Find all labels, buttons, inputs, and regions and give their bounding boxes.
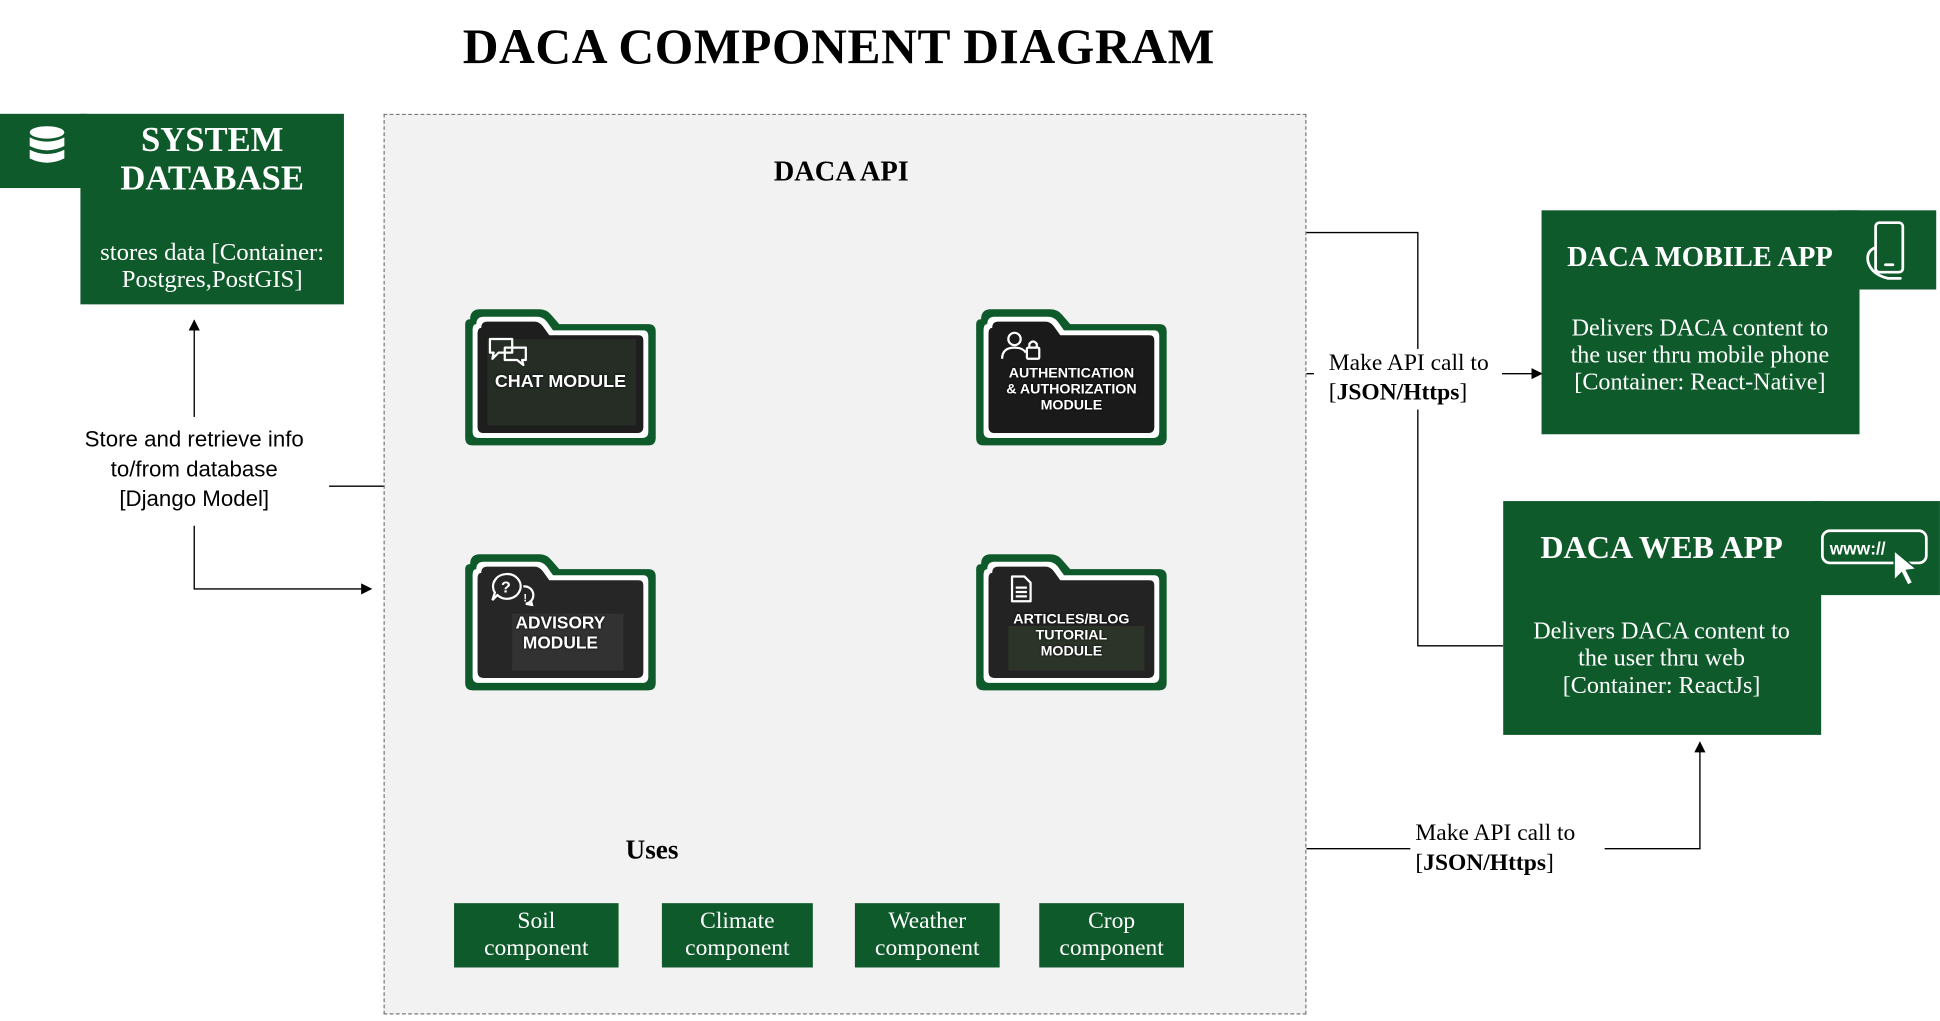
climate-line2: component — [685, 935, 790, 962]
auth-module-line3: MODULE — [1040, 398, 1103, 413]
advisory-module-line1: ADVISORY — [515, 612, 606, 633]
api-call-top-label: Make API call to [JSON/Https] — [1316, 348, 1497, 410]
soil-line2: component — [484, 935, 589, 962]
web-app-box — [1503, 501, 1822, 735]
database-desc-line2: Postgres,PostGIS] — [121, 266, 303, 294]
articles-module-line1: ARTICLES/BLOG — [1013, 612, 1130, 628]
api-call-bottom-label: Make API call to [JSON/Https] — [1410, 819, 1586, 880]
api-call-top-line2: JSON/Https — [1336, 380, 1460, 407]
advisory-module: ? ! ADVISORY MODULE — [463, 552, 658, 693]
articles-module-line3: MODULE — [1040, 644, 1103, 660]
web-desc-line3: [Container: ReactJs] — [1562, 672, 1761, 699]
web-desc-line1: Delivers DACA content to — [1533, 618, 1790, 645]
line-top-call-to-web — [1417, 232, 1504, 647]
question-bubble-icon: ? ! — [491, 572, 535, 607]
store-label-line1: Store and retrieve info — [84, 426, 304, 452]
web-desc-line2: the user thru web — [1578, 645, 1745, 672]
auth-module-label: AUTHENTICATION & AUTHORIZATION MODULE — [974, 366, 1169, 414]
page-title: DACA COMPONENT DIAGRAM — [462, 18, 1215, 75]
api-call-top-line1: Make API call to — [1328, 350, 1489, 377]
mobile-desc-line2: the user thru mobile phone — [1570, 342, 1830, 369]
crop-line2: component — [1059, 935, 1164, 962]
web-app-tab: www:// — [1812, 501, 1940, 596]
soil-line1: Soil — [517, 908, 556, 935]
chat-module-label: CHAT MODULE — [494, 372, 627, 393]
database-title-line1: SYSTEM — [140, 121, 284, 160]
articles-module-label: ARTICLES/BLOG TUTORIAL MODULE — [974, 612, 1169, 660]
api-call-bottom-line1: Make API call to — [1415, 820, 1576, 847]
user-lock-icon — [1001, 331, 1041, 360]
system-database-box — [80, 113, 344, 305]
mobile-phone-icon — [1866, 221, 1905, 280]
web-app-title: DACA WEB APP — [1540, 529, 1783, 566]
mobile-app-box — [1541, 210, 1860, 435]
auth-module-line2: & AUTHORIZATION — [1006, 382, 1137, 397]
mobile-app-description: Delivers DACA content to the user thru m… — [1542, 315, 1859, 396]
store-label-line3: [Django Model] — [119, 486, 270, 511]
store-retrieve-label: Store and retrieve info to/from database… — [59, 425, 330, 515]
database-icon — [29, 126, 65, 163]
advisory-module-label: ADVISORY MODULE — [463, 612, 658, 653]
document-icon — [1010, 575, 1032, 603]
mobile-desc-line1: Delivers DACA content to — [1571, 315, 1829, 342]
advisory-module-line2: MODULE — [522, 631, 598, 652]
uses-label: Uses — [593, 833, 711, 867]
auth-module-line1: AUTHENTICATION — [1008, 366, 1135, 382]
svg-text:?: ? — [501, 579, 511, 597]
articles-module-line2: TUTORIAL — [1035, 628, 1108, 644]
mobile-app-tab — [1838, 210, 1937, 290]
climate-line1: Climate — [700, 908, 775, 935]
mobile-desc-line3: [Container: React-Native] — [1574, 369, 1826, 396]
crop-line1: Crop — [1088, 908, 1136, 935]
database-title: SYSTEM DATABASE — [80, 121, 344, 199]
database-title-line2: DATABASE — [120, 160, 304, 199]
advisory-module-folder — [465, 554, 656, 691]
www-icon-text: www:// — [1829, 538, 1886, 558]
weather-line1: Weather — [888, 908, 967, 935]
database-desc-line1: stores data [Container: — [100, 238, 325, 266]
svg-text:!: ! — [523, 592, 527, 604]
chat-module: CHAT MODULE — [463, 307, 658, 448]
daca-api-title: DACA API — [773, 155, 909, 187]
chat-bubbles-icon — [488, 337, 527, 367]
www-cursor-icon: www:// — [1821, 529, 1928, 587]
mobile-app-title: DACA MOBILE APP — [1567, 241, 1833, 273]
articles-module: ARTICLES/BLOG TUTORIAL MODULE — [974, 552, 1169, 693]
database-tab — [0, 113, 87, 189]
weather-line2: component — [875, 935, 980, 962]
arrow-store-to-api — [193, 525, 373, 595]
arrow-to-web-app — [1604, 741, 1706, 850]
database-description: stores data [Container: Postgres,PostGIS… — [80, 239, 344, 294]
store-label-line2: to/from database — [110, 456, 278, 482]
api-call-bottom-line2: JSON/Https — [1423, 850, 1546, 877]
auth-module: AUTHENTICATION & AUTHORIZATION MODULE — [974, 307, 1169, 448]
web-app-description: Delivers DACA content to the user thru w… — [1503, 619, 1820, 700]
